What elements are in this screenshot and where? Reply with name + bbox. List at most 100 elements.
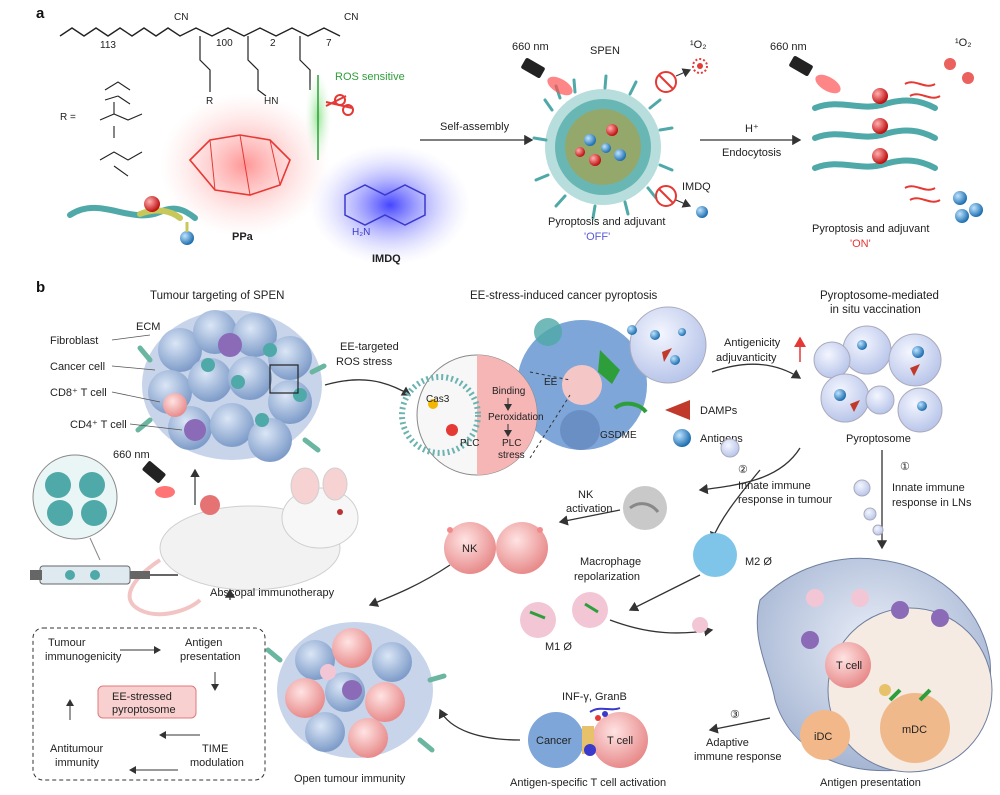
endocytosis-label: Endocytosis [722,147,782,159]
t-cell-synapse [528,707,648,768]
ee-targeted-2: ROS stress [336,356,393,368]
cd8-label: CD8⁺ T cell [50,387,107,399]
pyroptosome-title-1: Pyroptosome-mediated [820,290,939,302]
ecm-label: ECM [136,321,160,333]
m1-macrophages [520,592,608,638]
cas3-label: Cas3 [426,394,450,405]
binding-label: Binding [492,386,525,397]
cn-1: CN [174,12,188,23]
inf-granb-label: INF-γ, GranB [562,691,627,703]
mdc-label: mDC [902,724,927,736]
ee-stress-title: EE-stress-induced cancer pyroptosis [470,290,658,302]
cycle-antitumour-2: immunity [55,757,100,769]
blocked-icon-1 [655,68,692,93]
gsdme-label: GSDME [600,430,637,441]
cd4-label: CD4⁺ T cell [70,419,127,431]
open-tumour-label: Open tumour immunity [294,773,406,785]
nk-label: NK [462,543,478,555]
step-1: ① [900,461,910,473]
cycle-tumour-2: immunogenicity [45,651,122,663]
wavelength-2: 660 nm [770,41,807,53]
ee-targeted-1: EE-targeted [340,341,399,353]
imdq-moiety: H₂N IMDQ [310,145,470,265]
cycle-antigen-1: Antigen [185,637,222,649]
laser-icon [521,58,573,96]
m1-label: M1 Ø [545,641,572,653]
cancer-cell-ee [517,318,648,450]
cycle-center-2: pyroptosome [112,704,176,716]
panel-a-letter: a [36,5,45,22]
nk-activation-1: NK [578,489,594,501]
ln-t-cell-label: T cell [836,660,862,672]
caption-off-2: 'OFF' [584,231,610,243]
macrophage-2: repolarization [574,571,640,583]
fibroblast-label: Fibroblast [50,335,98,347]
open-tumour-tissue [265,622,447,758]
tumour-tissue [135,310,327,462]
ppa-label: PPa [232,231,254,243]
antigenicity-label: Antigenicity [724,337,781,349]
wavelength-b: 660 nm [113,449,150,461]
ros-linker: ROS sensitive [305,71,405,162]
pyroptotic-bubble [627,306,707,384]
spen-label: SPEN [590,45,620,57]
innate-tumour-1: Innate immune [738,480,811,492]
h-plus-label: H⁺ [745,123,759,135]
innate-ln-2: response in LNs [892,497,972,509]
singlet-oxygen-1: ¹O₂ [690,39,707,51]
imdq-label: IMDQ [372,253,401,265]
cn-2: CN [344,12,358,23]
caption-on-2: 'ON' [850,238,871,250]
repeat-100: 100 [216,38,233,49]
pyroptosome-label: Pyroptosome [846,433,911,445]
h2n-label: H₂N [352,227,370,238]
ee-zoom [399,354,571,476]
step-3: ③ [730,709,740,721]
syringe-icon [30,565,178,585]
pyroptosome-title-2: in situ vaccination [830,304,921,316]
singlet-oxygen-2: ¹O₂ [955,37,972,49]
antigen-specific-label: Antigen-specific T cell activation [510,777,666,789]
imdq-ball [696,206,708,218]
m2-label: M2 Ø [745,556,772,568]
cycle-antigen-2: presentation [180,651,241,663]
cancer-label: Cancer [536,735,572,747]
cancer-cell-label: Cancer cell [50,361,105,373]
blocked-icon-2 [655,185,692,208]
t-cell-label: T cell [607,735,633,747]
wavelength-1: 660 nm [512,41,549,53]
scissors-icon [325,94,354,116]
self-assembly-label: Self-assembly [440,121,510,133]
innate-ln-1: Innate immune [892,482,965,494]
imdq-release-label: IMDQ [682,181,711,193]
nanoparticle-zoom [32,454,118,561]
pyroptosome-cluster [813,325,943,433]
antigens-icon [673,429,691,447]
ppa-moiety: PPa [160,93,330,243]
step-2: ② [738,464,748,476]
idc-label: iDC [814,731,832,743]
ee-label: EE [544,377,558,388]
cycle-time-1: TIME [202,743,228,755]
plc-stress-1: PLC [502,438,521,449]
mouse-illustration [127,467,359,617]
cycle-time-2: modulation [190,757,244,769]
peroxidation-label: Peroxidation [488,412,544,423]
panel-b-letter: b [36,279,45,296]
adaptive-2: immune response [694,751,781,763]
plc-label: PLC [460,438,479,449]
r-equals: R = [60,112,76,123]
cycle-center-1: EE-stressed [112,691,172,703]
spen-micelle [532,74,674,220]
cycle-antitumour-1: Antitumour [50,743,104,755]
laser-icon-b [142,461,175,498]
nk-cells [444,522,548,574]
damps-icon [665,400,690,420]
polymer-chain-cartoon [67,196,198,245]
cycle-box [32,627,266,781]
m1-small [692,617,708,633]
macrophage-1: Macrophage [580,556,641,568]
lymph-node [756,557,993,773]
innate-tumour-2: response in tumour [738,494,832,506]
